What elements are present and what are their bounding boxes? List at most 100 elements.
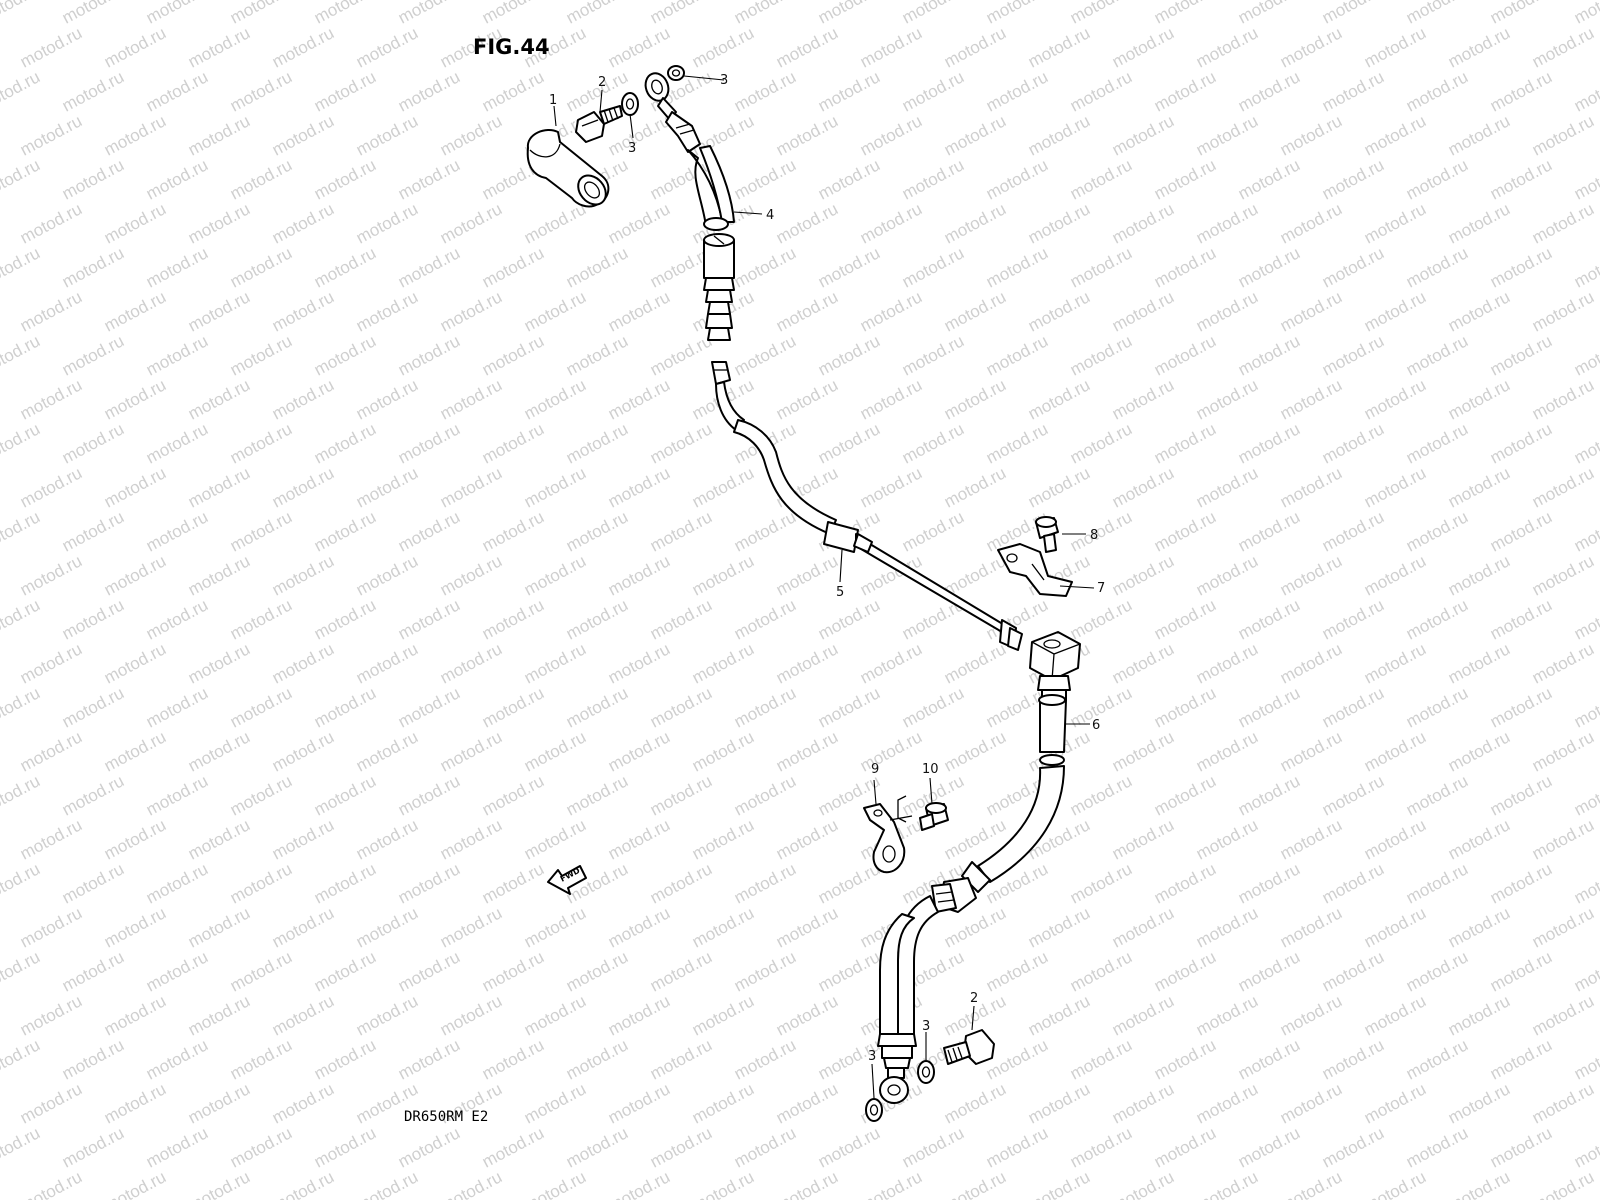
part-2-union-bolt-lower — [943, 1029, 995, 1065]
watermark-text: motod.ru — [143, 0, 211, 28]
watermark-text: motod.ru — [1319, 419, 1387, 467]
watermark-text: motod.ru — [1235, 595, 1303, 643]
watermark-text: motod.ru — [479, 683, 547, 731]
watermark-text: motod.ru — [1529, 991, 1597, 1039]
watermark-text: motod.ru — [1571, 331, 1600, 379]
watermark-text: motod.ru — [521, 639, 589, 687]
watermark-text: motod.ru — [479, 0, 547, 28]
watermark-text: motod.ru — [773, 199, 841, 247]
watermark-text: motod.ru — [521, 287, 589, 335]
watermark-text: motod.ru — [1151, 507, 1219, 555]
watermark-text: motod.ru — [269, 463, 337, 511]
watermark-text: motod.ru — [17, 815, 85, 863]
watermark-text: motod.ru — [1403, 0, 1471, 28]
watermark-text: motod.ru — [479, 507, 547, 555]
watermark-text: motod.ru — [815, 243, 883, 291]
watermark-text: motod.ru — [437, 375, 505, 423]
watermark-text: motod.ru — [1361, 1167, 1429, 1200]
watermark-text: motod.ru — [185, 23, 253, 71]
watermark-text: motod.ru — [1109, 1167, 1177, 1200]
watermark-text: motod.ru — [773, 1167, 841, 1200]
watermark-text: motod.ru — [563, 1035, 631, 1083]
watermark-text: motod.ru — [1529, 199, 1597, 247]
watermark-text: motod.ru — [1193, 23, 1261, 71]
watermark-text: motod.ru — [185, 551, 253, 599]
watermark-text: motod.ru — [1319, 1035, 1387, 1083]
watermark-text: motod.ru — [1403, 595, 1471, 643]
watermark-text: motod.ru — [731, 331, 799, 379]
watermark-text: motod.ru — [815, 947, 883, 995]
watermark-text: motod.ru — [815, 419, 883, 467]
watermark-text: motod.ru — [1445, 199, 1513, 247]
watermark-text: motod.ru — [0, 551, 1, 599]
watermark-text: motod.ru — [941, 1079, 1009, 1127]
watermark-text: motod.ru — [59, 419, 127, 467]
watermark-text: motod.ru — [815, 0, 883, 28]
watermark-text: motod.ru — [353, 463, 421, 511]
part-4-brake-hose-upper — [644, 72, 735, 341]
watermark-text: motod.ru — [689, 727, 757, 775]
watermark-text: motod.ru — [1445, 1079, 1513, 1127]
watermark-text: motod.ru — [689, 639, 757, 687]
watermark-text: motod.ru — [899, 67, 967, 115]
watermark-text: motod.ru — [353, 551, 421, 599]
watermark-text: motod.ru — [521, 199, 589, 247]
watermark-text: motod.ru — [227, 419, 295, 467]
watermark-text: motod.ru — [395, 595, 463, 643]
watermark-text: motod.ru — [1067, 419, 1135, 467]
watermark-text: motod.ru — [1151, 67, 1219, 115]
watermark-text: motod.ru — [731, 947, 799, 995]
watermark-text: motod.ru — [857, 375, 925, 423]
watermark-text: motod.ru — [1571, 859, 1600, 907]
watermark-text: motod.ru — [101, 375, 169, 423]
callout-3-lower-left: 3 — [868, 1049, 876, 1064]
watermark-text: motod.ru — [1445, 287, 1513, 335]
watermark-text: motod.ru — [1319, 683, 1387, 731]
watermark-text: motod.ru — [353, 375, 421, 423]
watermark-text: motod.ru — [773, 991, 841, 1039]
watermark-text: motod.ru — [0, 1079, 1, 1127]
watermark-text: motod.ru — [1277, 375, 1345, 423]
watermark-text: motod.ru — [1193, 287, 1261, 335]
watermark-text: motod.ru — [1067, 507, 1135, 555]
watermark-text: motod.ru — [59, 155, 127, 203]
watermark-text: motod.ru — [1277, 551, 1345, 599]
watermark-text: motod.ru — [1067, 595, 1135, 643]
watermark-text: motod.ru — [1109, 199, 1177, 247]
watermark-text: motod.ru — [1571, 1123, 1600, 1171]
watermark-text: motod.ru — [1235, 419, 1303, 467]
model-code: DR650RM E2 — [404, 1109, 488, 1125]
watermark-text: motod.ru — [479, 331, 547, 379]
part-9-hose-clamp — [863, 803, 906, 874]
watermark-text: motod.ru — [0, 639, 1, 687]
watermark-text: motod.ru — [227, 947, 295, 995]
watermark-text: motod.ru — [479, 947, 547, 995]
watermark-text: motod.ru — [185, 463, 253, 511]
watermark-text: motod.ru — [521, 1079, 589, 1127]
watermark-text: motod.ru — [437, 639, 505, 687]
watermark-text: motod.ru — [1487, 0, 1555, 28]
watermark-text: motod.ru — [1193, 1167, 1261, 1200]
callout-3-upper-left: 3 — [628, 141, 636, 156]
watermark-text: motod.ru — [1445, 23, 1513, 71]
watermark-text: motod.ru — [311, 67, 379, 115]
watermark-text: motod.ru — [605, 815, 673, 863]
watermark-text: motod.ru — [143, 243, 211, 291]
part-3-washer-upper-left — [621, 92, 639, 116]
watermark-text: motod.ru — [1361, 463, 1429, 511]
watermark-text: motod.ru — [437, 815, 505, 863]
watermark-text: motod.ru — [563, 243, 631, 291]
watermark-text: motod.ru — [1571, 595, 1600, 643]
callout-2-upper: 2 — [598, 75, 606, 90]
watermark-text: motod.ru — [1319, 771, 1387, 819]
watermark-text: motod.ru — [1319, 507, 1387, 555]
watermark-text: motod.ru — [1403, 67, 1471, 115]
watermark-text: motod.ru — [1319, 331, 1387, 379]
watermark-text: motod.ru — [563, 771, 631, 819]
watermark-text: motod.ru — [395, 507, 463, 555]
callout-3-lower-right: 3 — [922, 1019, 930, 1034]
part-10-bolt — [889, 795, 949, 831]
watermark-text: motod.ru — [353, 199, 421, 247]
watermark-text: motod.ru — [0, 463, 1, 511]
